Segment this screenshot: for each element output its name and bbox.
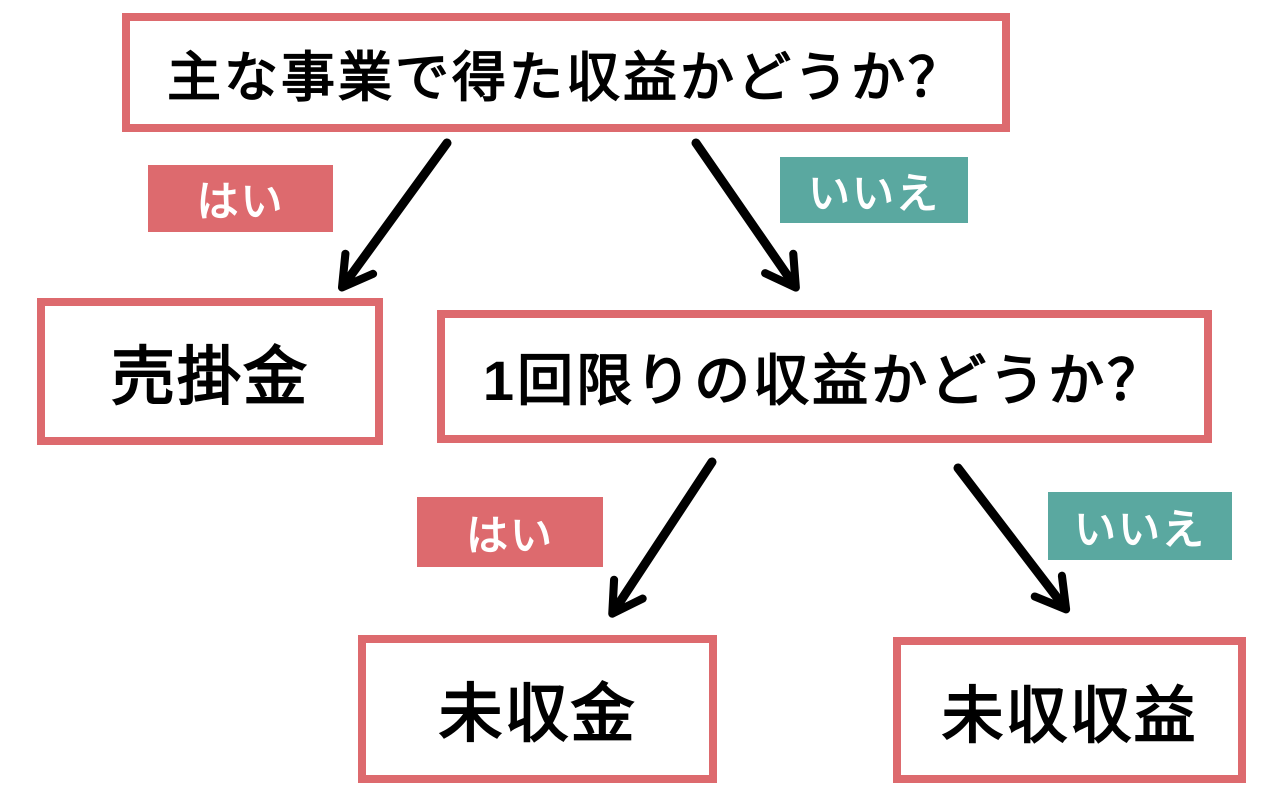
question-box-main-revenue: 主な事業で得た収益かどうか？ — [122, 13, 1010, 132]
edge-label-no-2: いいえ — [1048, 492, 1232, 560]
arrow-q1-yes — [337, 138, 452, 292]
arrow-q2-yes — [608, 457, 717, 618]
edge-label-yes-1: はい — [148, 165, 333, 232]
result-box-accounts-receivable: 売掛金 — [37, 298, 383, 445]
result-box-accrued-revenue: 未収収益 — [893, 637, 1246, 783]
result-box-accounts-receivable-other: 未収金 — [358, 635, 717, 783]
edge-label-no-1: いいえ — [780, 157, 968, 223]
arrow-q1-no — [691, 138, 800, 292]
question-box-one-time-revenue: 1回限りの収益かどうか？ — [437, 310, 1212, 443]
edge-label-yes-2: はい — [417, 497, 603, 567]
arrow-q2-no — [953, 463, 1071, 614]
